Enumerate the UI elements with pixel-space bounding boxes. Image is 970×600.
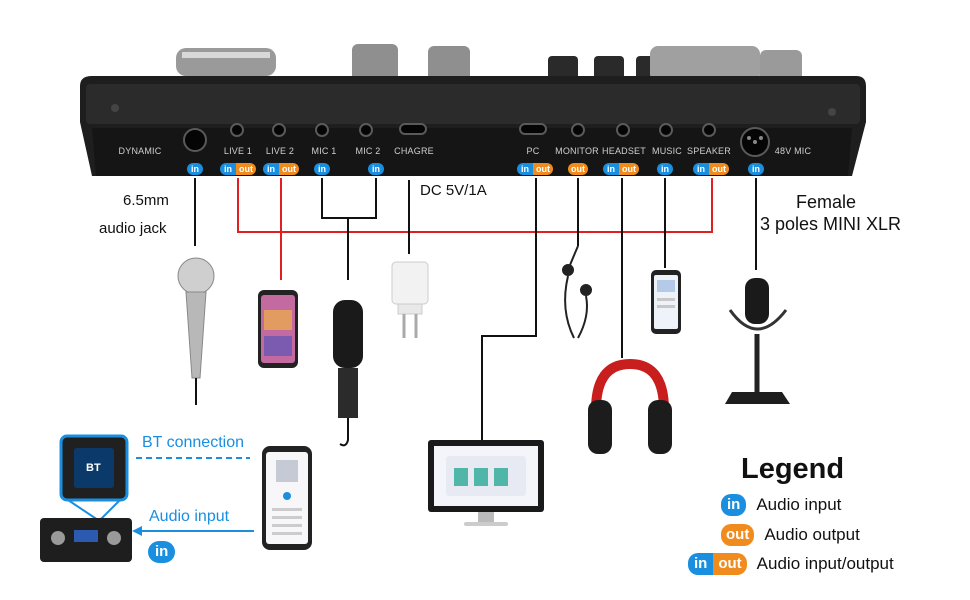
port-label-speaker: SPEAKER (687, 146, 731, 156)
audio-input-label: Audio input (149, 508, 230, 525)
bt-screen-label: BT (86, 462, 101, 474)
port-label-live2: LIVE 2 (265, 146, 295, 156)
port-label-headset: HEADSET (602, 146, 646, 156)
audio-input-arrow-icon (132, 526, 142, 536)
port-label-48v-mic: 48V MIC (774, 146, 812, 156)
charger-icon (391, 261, 429, 338)
port-label-mic2: MIC 2 (355, 146, 381, 156)
headphones-icon (588, 358, 672, 454)
device-knobs (176, 44, 802, 82)
port-label-monitor: MONITOR (555, 146, 599, 156)
port-label-live1: LIVE 1 (223, 146, 253, 156)
port-label-pc: PC (526, 146, 540, 156)
condenser-microphone-icon (333, 300, 363, 447)
audio-input-badge: in (148, 541, 176, 563)
legend-title: Legend (741, 453, 845, 485)
earphones-icon (562, 245, 592, 339)
dynamic-microphone-icon (177, 257, 215, 405)
port-label-charge: CHAGRE (394, 146, 434, 156)
bt-phone-icon (262, 446, 312, 550)
device-jacks (183, 123, 770, 157)
caption-jack-size: 6.5mm (123, 192, 169, 209)
wires (194, 178, 757, 440)
port-label-dynamic: DYNAMIC (118, 146, 162, 156)
pc-monitor-icon (428, 440, 544, 526)
music-phone-icon (651, 270, 681, 334)
port-label-music: MUSIC (652, 146, 682, 156)
legend-item-out: out Audio output (721, 524, 860, 546)
badge-monitor: out (568, 163, 588, 175)
caption-xlr-gender: Female (796, 192, 857, 212)
port-label-mic1: MIC 1 (311, 146, 337, 156)
badge-48v-mic: in (748, 163, 764, 175)
badge-mic1: in (314, 163, 330, 175)
bt-connection-label: BT connection (142, 434, 244, 451)
caption-xlr-type: 3 poles MINI XLR (760, 214, 902, 234)
caption-jack-type: audio jack (99, 220, 167, 237)
badge-mic2: in (368, 163, 384, 175)
caption-dc: DC 5V/1A (420, 182, 487, 199)
live-phone-icon (258, 290, 298, 368)
legend-item-in: in Audio input (721, 494, 841, 516)
bt-module-icon (40, 434, 132, 562)
badge-music: in (657, 163, 673, 175)
studio-microphone-icon (725, 278, 790, 404)
badge-dynamic: in (187, 163, 203, 175)
